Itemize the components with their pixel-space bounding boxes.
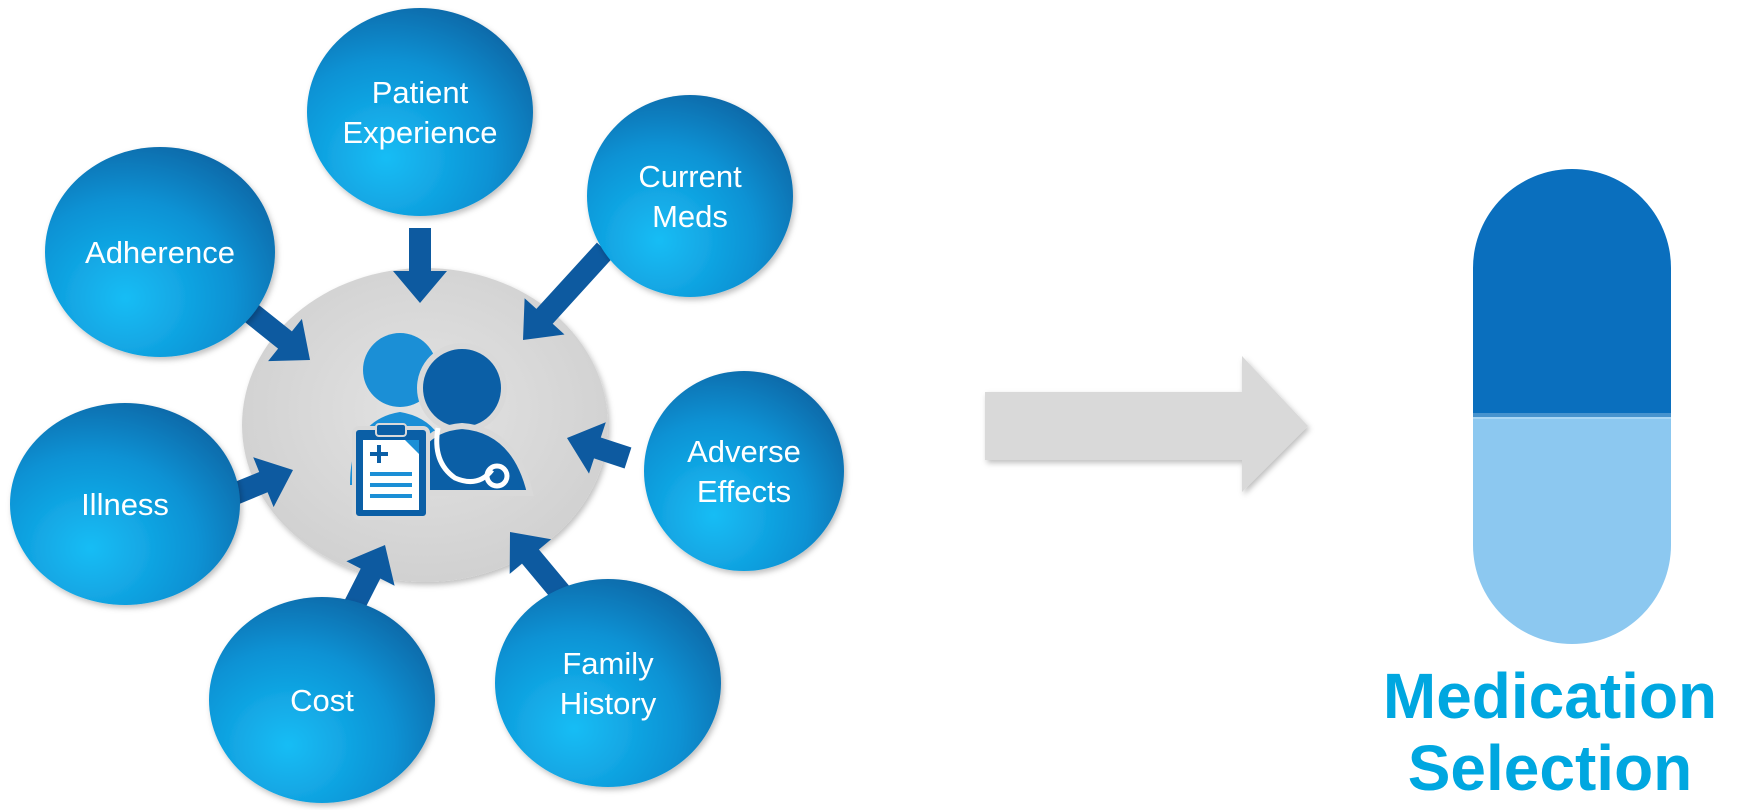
capsule-icon <box>1473 169 1671 644</box>
factor-label-adverse-effects-2: Effects <box>697 474 791 509</box>
factor-label-family-history-1: Family <box>562 646 654 681</box>
factor-label-adverse-effects-1: Adverse <box>687 434 801 469</box>
factor-label-patient-experience-2: Experience <box>342 115 497 150</box>
arrow-adverse-effects <box>567 422 632 474</box>
factor-bubbles: PatientExperienceCurrentMedsAdherenceAdv… <box>10 8 844 803</box>
factor-label-current-meds-1: Current <box>638 159 742 194</box>
result-title-line-2: Selection <box>1407 732 1693 804</box>
arrow-cost <box>342 545 395 615</box>
factor-label-cost-1: Cost <box>290 683 354 718</box>
arrow-patient-experience <box>393 228 447 303</box>
right-arrow-icon <box>985 356 1308 492</box>
factor-circle-current-meds <box>587 95 793 297</box>
factor-circle-cost <box>209 597 435 803</box>
arrow-family-history <box>509 532 574 605</box>
factor-circle-patient-experience <box>307 8 533 216</box>
factor-label-family-history-2: History <box>560 686 657 721</box>
factor-circle-illness <box>10 403 240 605</box>
arrow-current-meds <box>523 242 614 340</box>
factor-circle-adherence <box>45 147 275 357</box>
arrow-illness <box>227 457 293 508</box>
factor-label-illness-1: Illness <box>81 487 169 522</box>
factor-label-current-meds-2: Meds <box>652 199 728 234</box>
factor-label-adherence-1: Adherence <box>85 235 235 270</box>
factor-circle-family-history <box>495 579 721 787</box>
factor-bubble-cost: Cost <box>209 597 435 803</box>
doctor-patient-clipboard-icon <box>350 333 534 520</box>
result-title-line-1: Medication <box>1382 660 1718 732</box>
medication-selection-title: Medication Selection <box>1380 660 1720 804</box>
factor-bubble-adherence: Adherence <box>45 147 275 357</box>
arrow-adherence <box>238 299 310 362</box>
factor-arrows <box>227 228 632 615</box>
factor-bubble-illness: Illness <box>10 403 240 605</box>
factor-circle-adverse-effects <box>644 371 844 571</box>
factor-label-patient-experience-1: Patient <box>372 75 469 110</box>
